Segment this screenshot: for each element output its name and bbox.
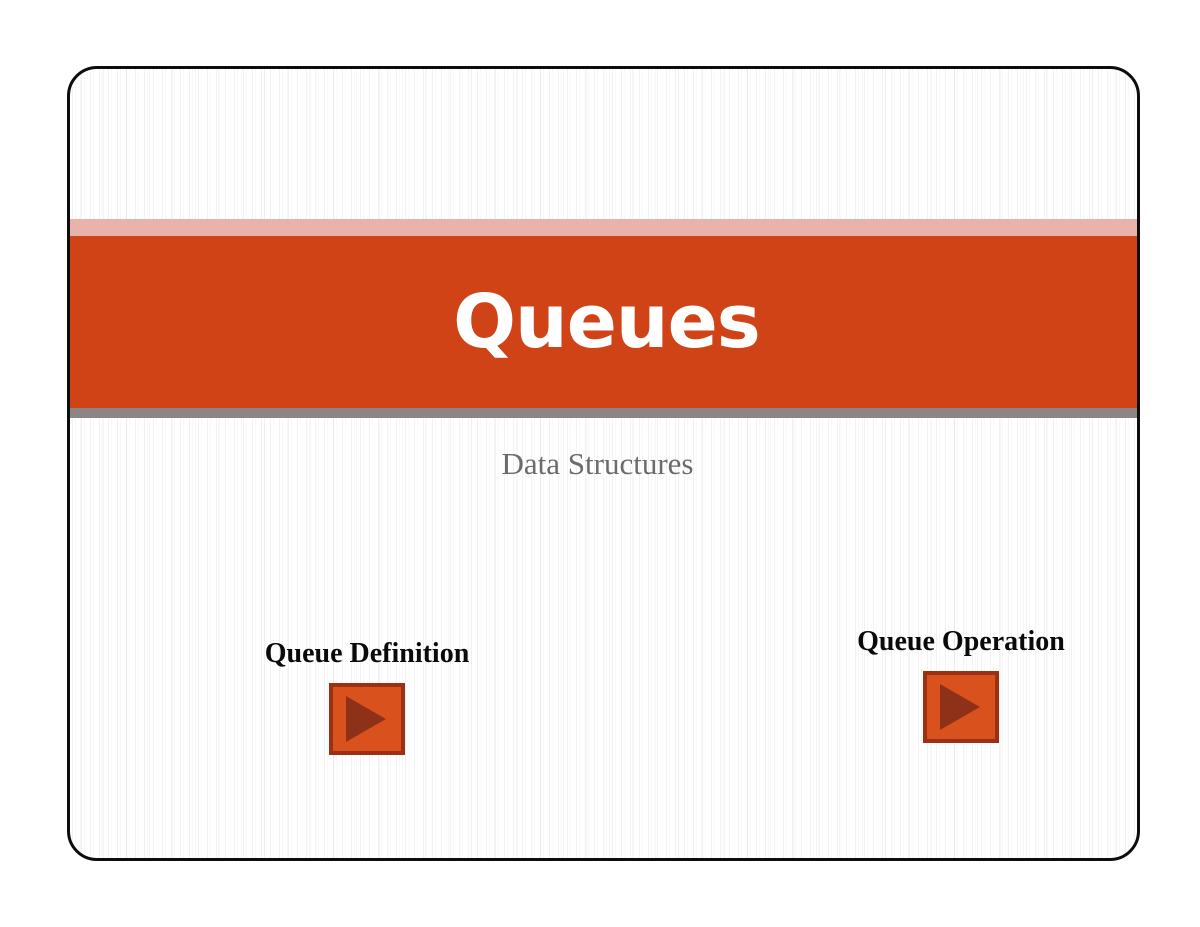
band-main-fill	[70, 236, 1137, 408]
title-band: Queues	[70, 219, 1137, 418]
play-button-queue-definition[interactable]	[329, 682, 405, 755]
play-icon	[940, 683, 980, 730]
link-item-queue-definition[interactable]: Queue Definition	[220, 638, 514, 755]
slide-subtitle: Data Structures	[501, 446, 694, 481]
band-bottom-accent-stripe	[70, 408, 1137, 418]
link-label-queue-operation: Queue Operation	[857, 626, 1065, 657]
play-icon	[346, 695, 386, 742]
link-item-queue-operation[interactable]: Queue Operation	[814, 626, 1108, 743]
slide-title: Queues	[453, 279, 761, 365]
slide: Queues Data Structures Queue Definition …	[67, 66, 1140, 861]
band-top-accent-stripe	[70, 219, 1137, 236]
play-button-queue-operation[interactable]	[923, 670, 999, 743]
link-label-queue-definition: Queue Definition	[264, 638, 470, 669]
